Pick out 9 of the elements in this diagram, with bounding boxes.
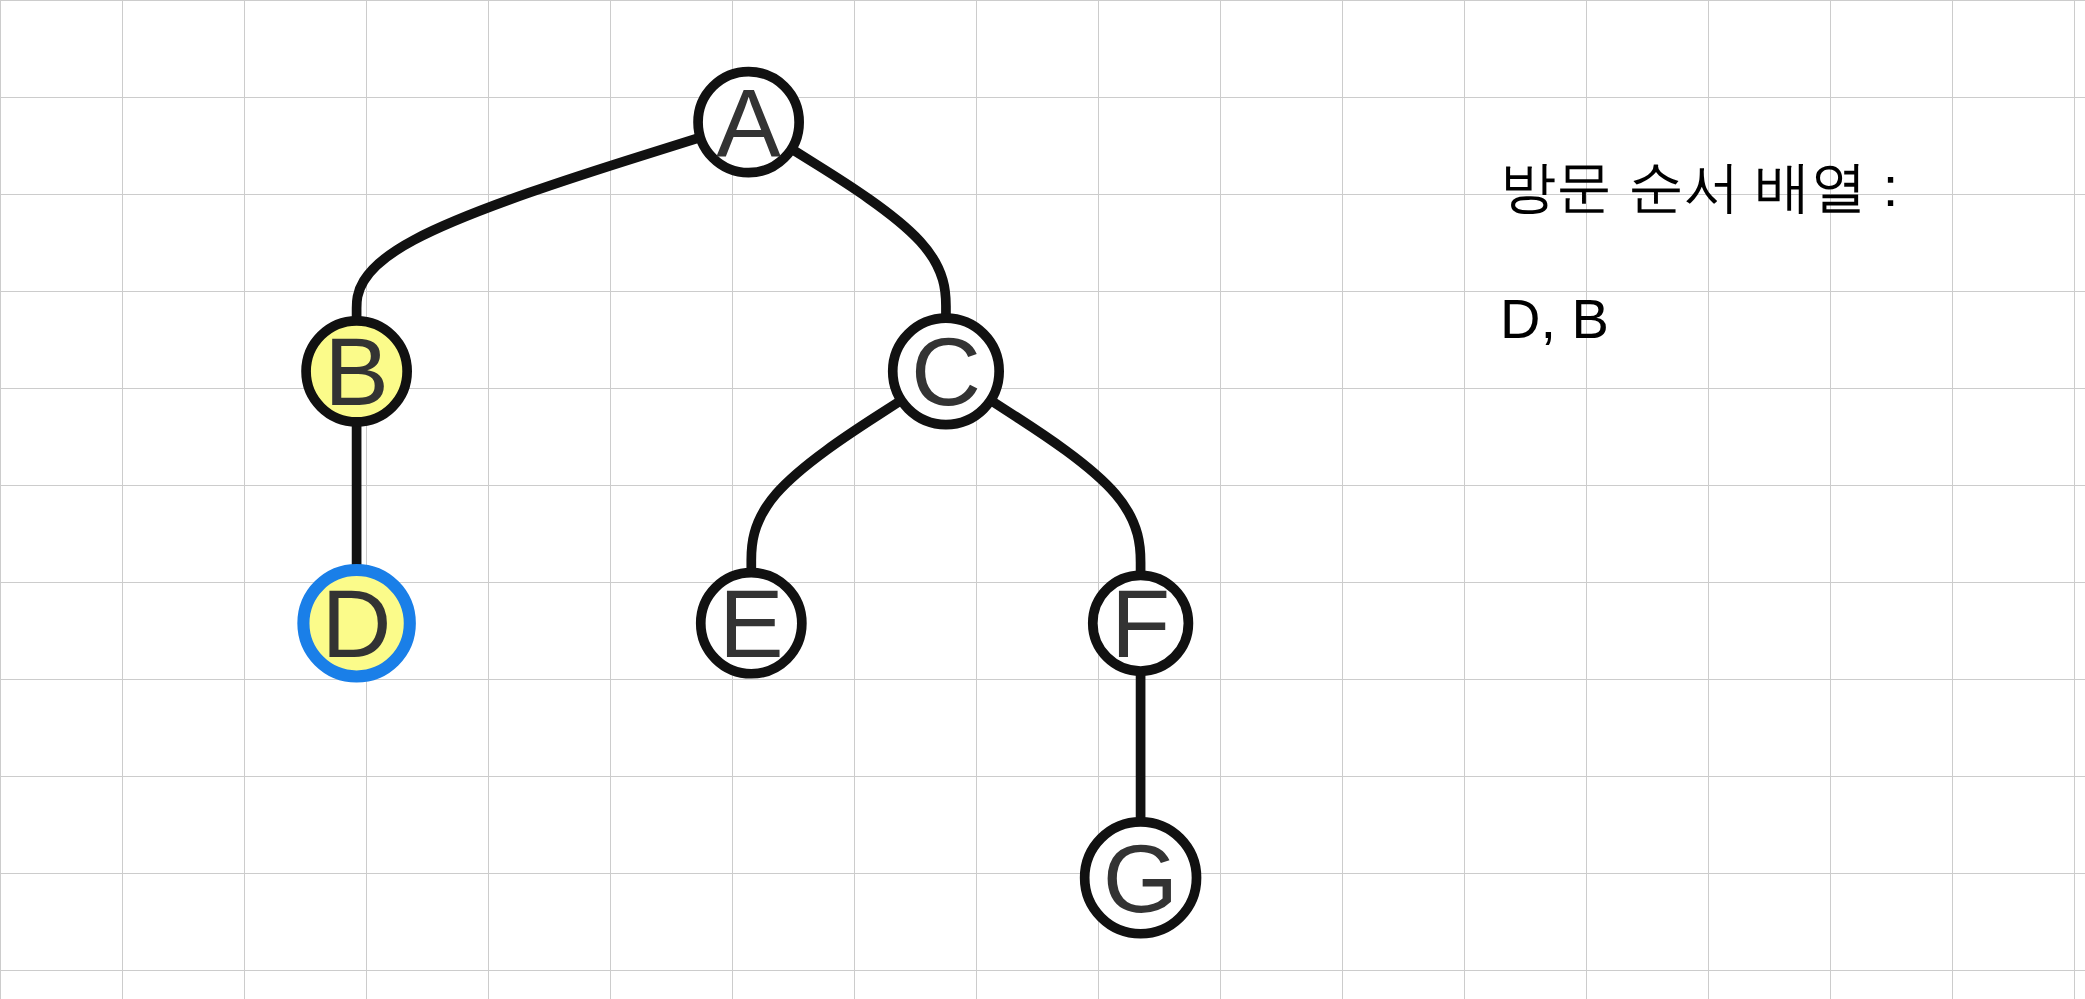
node-circle: B <box>301 315 413 427</box>
node-circle: F <box>1088 570 1194 676</box>
node-circle: G <box>1079 816 1202 939</box>
node-circle: C <box>887 312 1005 429</box>
node-circle: D <box>297 563 416 682</box>
node-circle: E <box>695 567 807 679</box>
node-circle: A <box>693 66 805 178</box>
note-text: 방문 순서 배열 : <box>1500 154 1899 220</box>
note-text: D, B <box>1500 286 1609 351</box>
